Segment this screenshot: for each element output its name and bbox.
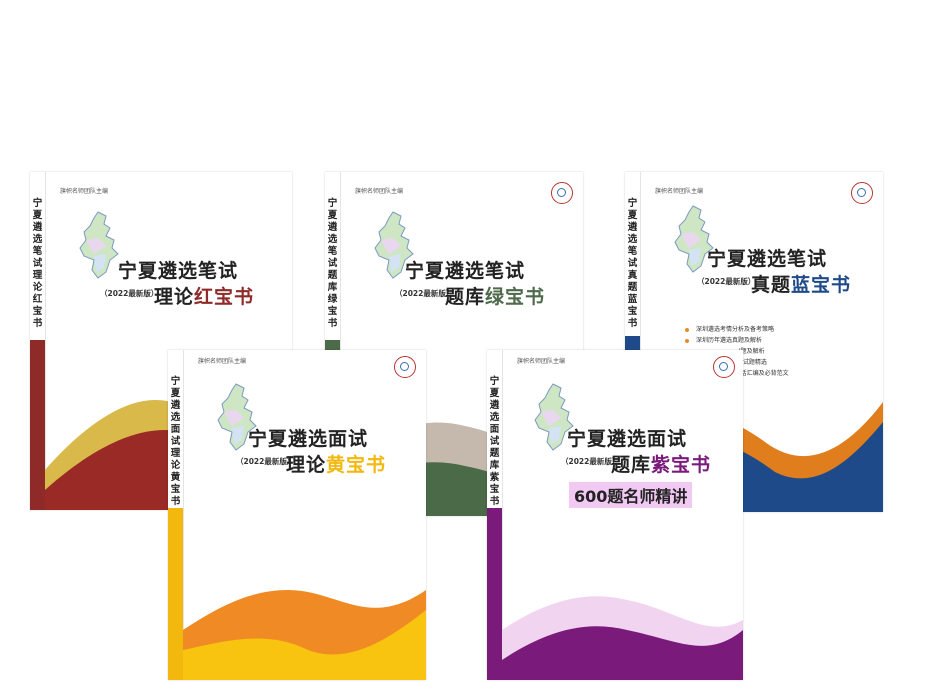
emblem-icon xyxy=(394,356,416,378)
list-item: l题及解析 xyxy=(739,348,765,355)
purple-book-publisher: 旗帜名师团队主编 xyxy=(517,358,566,365)
red-book-spine-color xyxy=(30,340,45,510)
purple-book-title-line1: 宁夏遴选面试 xyxy=(567,428,688,450)
purple-book-spine-color xyxy=(487,508,502,680)
yellow-book-edition: （2022最新版） xyxy=(236,457,295,466)
red-book-publisher: 旗帜名师团队主编 xyxy=(60,188,109,195)
blue-book-publisher: 旗帜名师团队主编 xyxy=(655,188,704,195)
red-book-title-line1: 宁夏遴选笔试 xyxy=(118,260,239,282)
purple-book-wave xyxy=(502,596,743,680)
purple-book-title-accent: 紫宝书 xyxy=(651,454,712,476)
blue-book-contents-list: 深圳遴选考情分析及备考策略 深圳历年遴选真题及解析 l题及解析 1试题精选 l话… xyxy=(685,324,789,379)
red-book-title-line2: 理论红宝书 xyxy=(154,282,254,309)
emblem-icon xyxy=(551,182,573,204)
ningxia-map-icon xyxy=(79,211,119,279)
red-book-spine: 宁夏遴选笔试理论红宝书 xyxy=(30,172,46,510)
purple-book-edition: （2022最新版） xyxy=(561,457,620,466)
list-item: 深圳历年遴选真题及解析 xyxy=(685,335,789,346)
green-book-title-plain: 题库 xyxy=(445,286,486,308)
blue-book-spine-title: 宁夏遴选笔试真题蓝宝书 xyxy=(627,198,638,329)
green-book-title-line2: 题库绿宝书 xyxy=(445,282,545,309)
red-book-title-plain: 理论 xyxy=(154,286,195,308)
yellow-book-cover: 宁夏遴选面试理论黄宝书 旗帜名师团队主编 宁夏遴选面试 （2022最新版） 理论… xyxy=(168,350,426,680)
green-book-edition: （2022最新版） xyxy=(395,289,454,298)
red-book-edition: （2022最新版） xyxy=(100,289,159,298)
green-book-publisher: 旗帜名师团队主编 xyxy=(355,188,404,195)
yellow-book-title-line1: 宁夏遴选面试 xyxy=(248,428,369,450)
purple-book-title-line2: 题库紫宝书 xyxy=(611,450,711,477)
green-book-title-accent: 绿宝书 xyxy=(485,286,546,308)
green-book-spine-title: 宁夏遴选笔试题库绿宝书 xyxy=(327,198,338,329)
yellow-book-spine: 宁夏遴选面试理论黄宝书 xyxy=(168,350,184,680)
ningxia-map-icon xyxy=(374,211,414,279)
yellow-book-wave xyxy=(183,590,426,680)
list-item: 1试题精选 xyxy=(739,359,767,366)
green-book-title-line1: 宁夏遴选笔试 xyxy=(405,260,526,282)
emblem-icon xyxy=(713,356,735,378)
yellow-book-title-line2: 理论黄宝书 xyxy=(286,450,386,477)
blue-book-title-accent: 蓝宝书 xyxy=(791,274,852,296)
ningxia-map-icon xyxy=(534,383,574,451)
blue-book-title-plain: 真题 xyxy=(751,274,792,296)
purple-book-spine-title: 宁夏遴选面试题库紫宝书 xyxy=(489,376,500,507)
list-item: 深圳遴选考情分析及备考策略 xyxy=(685,324,789,335)
emblem-icon xyxy=(851,182,873,204)
purple-book-cover: 宁夏遴选面试题库紫宝书 旗帜名师团队主编 宁夏遴选面试 （2022最新版） 题库… xyxy=(487,350,743,680)
yellow-book-title-plain: 理论 xyxy=(286,454,327,476)
purple-book-title-plain: 题库 xyxy=(611,454,652,476)
blue-book-edition: （2022最新版） xyxy=(697,277,756,286)
blue-book-title-line2: 真题蓝宝书 xyxy=(751,270,851,297)
red-book-spine-title: 宁夏遴选笔试理论红宝书 xyxy=(32,198,43,329)
list-item: l话汇编及必背范文 xyxy=(739,370,789,377)
ningxia-map-icon xyxy=(217,383,257,451)
purple-book-tagline: 600题名师精讲 xyxy=(569,482,693,508)
yellow-book-spine-color xyxy=(168,508,183,680)
yellow-book-publisher: 旗帜名师团队主编 xyxy=(198,358,247,365)
purple-book-spine: 宁夏遴选面试题库紫宝书 xyxy=(487,350,503,680)
ningxia-map-icon xyxy=(674,205,714,273)
red-book-title-accent: 红宝书 xyxy=(194,286,255,308)
yellow-book-title-accent: 黄宝书 xyxy=(326,454,387,476)
blue-book-title-line1: 宁夏遴选笔试 xyxy=(707,248,828,270)
yellow-book-spine-title: 宁夏遴选面试理论黄宝书 xyxy=(170,376,181,507)
